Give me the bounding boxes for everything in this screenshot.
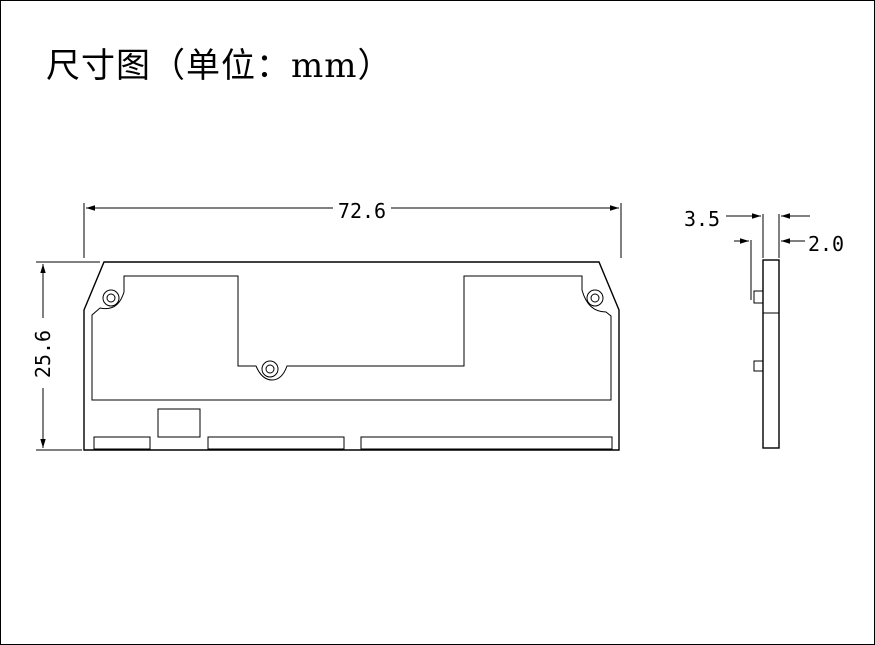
side-view <box>750 214 780 449</box>
side-component-top <box>753 290 764 304</box>
side-dimension-a: 3.5 <box>684 207 761 231</box>
width-dimension: 72.6 <box>83 199 622 258</box>
height-label: 25.6 <box>31 330 55 378</box>
connector-pad-1 <box>93 436 151 450</box>
connector-pad-3 <box>360 436 613 450</box>
connector-pad-2 <box>207 436 345 450</box>
mounting-hole-right-inner <box>590 293 600 303</box>
mounting-hole-right-outer <box>586 289 604 307</box>
side-b-label: 2.0 <box>808 232 844 256</box>
front-view <box>83 261 620 451</box>
mounting-hole-center-outer <box>261 360 279 378</box>
board-inner-outline <box>91 275 612 401</box>
mounting-hole-center-inner <box>265 364 275 374</box>
mounting-hole-left-inner <box>106 293 116 303</box>
height-dimension: 25.6 <box>31 261 100 451</box>
side-component-bottom <box>753 360 764 372</box>
width-label: 72.6 <box>338 199 386 223</box>
mounting-hole-left-outer <box>102 289 120 307</box>
side-dimension-b: 2.0 <box>734 213 844 256</box>
side-a-label: 3.5 <box>684 207 720 231</box>
chip-component <box>157 408 201 438</box>
board-outline <box>83 261 620 451</box>
drawing-title: 尺寸图（单位：mm） <box>46 46 393 86</box>
side-board <box>762 259 780 449</box>
